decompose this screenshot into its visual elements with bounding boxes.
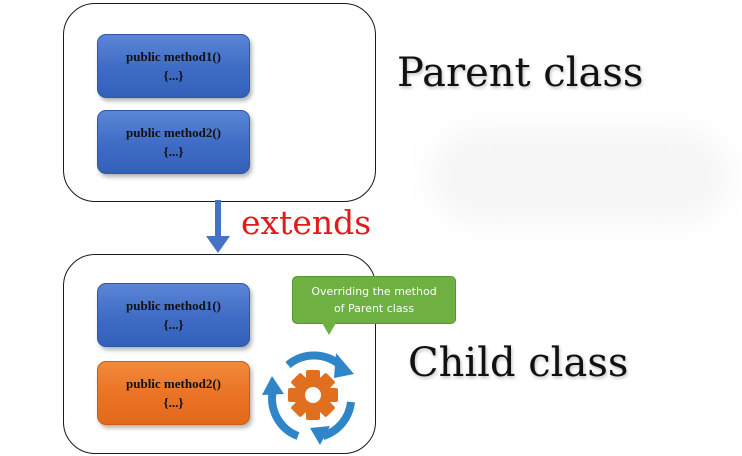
callout-line2: of Parent class — [333, 302, 415, 315]
parent-method1-box: public method1() {...} — [97, 34, 250, 98]
extends-label: extends — [241, 203, 372, 242]
override-callout: Overriding the method of Parent class — [292, 276, 456, 324]
method-signature: public method1() — [126, 49, 221, 64]
cycle-arrowheads — [262, 353, 354, 445]
parent-class-label: Parent class — [397, 50, 644, 96]
method-signature: public method2() — [126, 376, 221, 391]
callout-tail — [322, 323, 336, 335]
method-signature: public method1() — [126, 298, 221, 313]
callout-line1: Overriding the method — [311, 285, 437, 298]
extends-arrow-icon — [206, 200, 230, 253]
child-method1-box: public method1() {...} — [97, 283, 250, 347]
method-body: {...} — [163, 144, 184, 159]
method-signature: public method2() — [126, 125, 221, 140]
refresh-gear-icon — [262, 351, 355, 445]
extends-arrow-head — [206, 236, 230, 253]
extends-arrow-shaft — [215, 200, 221, 238]
gear-hole — [305, 387, 321, 403]
method-body: {...} — [163, 317, 184, 332]
child-method2-overridden-box: public method2() {...} — [97, 361, 250, 425]
child-class-label: Child class — [408, 340, 629, 386]
method-body: {...} — [163, 68, 184, 83]
background-blur — [430, 128, 730, 223]
parent-method2-box: public method2() {...} — [97, 110, 250, 174]
method-body: {...} — [163, 395, 184, 410]
